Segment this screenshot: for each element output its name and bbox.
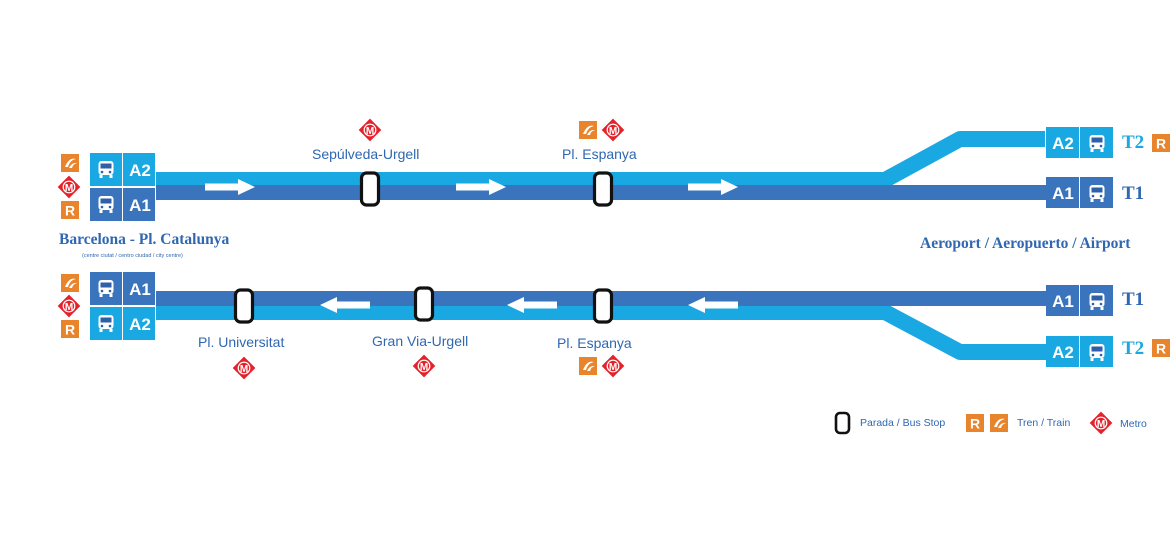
stop-marker-gran-via-urgell	[413, 286, 435, 322]
terminal-t2-label: T2	[1122, 338, 1145, 359]
outbound-line-a2	[150, 131, 1048, 188]
route-a1-label: A1	[1052, 184, 1074, 203]
legend-train-label: Tren / Train	[1017, 417, 1071, 429]
route-a2-label: A2	[129, 315, 151, 334]
route-a1-label: A1	[1052, 292, 1074, 311]
stop-name-pl-universitat: Pl. Universitat	[198, 334, 285, 350]
inbound-line-a2	[150, 304, 1048, 360]
rodalies-icon	[61, 320, 79, 338]
terminal-t1-label: T1	[1122, 289, 1145, 310]
origin-name: Barcelona - Pl. Catalunya	[59, 231, 230, 248]
route-a2-label: A2	[1052, 134, 1074, 153]
rodalies-icon	[61, 201, 79, 219]
rodalies-icon	[966, 414, 984, 432]
route-a1-label: A1	[129, 196, 151, 215]
stop-name-pl-espanya-inbound: Pl. Espanya	[557, 335, 632, 351]
metro-icon	[1089, 411, 1113, 435]
rodalies-icon	[1152, 134, 1170, 152]
direction-arrow-right-icon	[205, 179, 738, 195]
stop-name-gran-via-urgell: Gran Via-Urgell	[372, 333, 469, 349]
metro-icon	[412, 354, 436, 378]
route-a1-label: A1	[129, 280, 151, 299]
stop-name-sepulveda-urgell: Sepúlveda-Urgell	[312, 146, 420, 162]
train-icon	[990, 414, 1008, 432]
train-icon	[61, 154, 79, 172]
metro-icon	[601, 118, 625, 142]
train-icon	[579, 121, 597, 139]
metro-icon	[57, 294, 81, 318]
rodalies-icon	[1152, 339, 1170, 357]
legend-stop-icon	[834, 411, 851, 435]
legend-metro-label: Metro	[1120, 418, 1147, 430]
origin-subtitle: (centre ciutat / centro ciudad / city ce…	[82, 253, 183, 259]
dest-badges-inbound: A1 A2	[1046, 285, 1113, 367]
route-a2-label: A2	[1052, 343, 1074, 362]
route-a2-label: A2	[129, 161, 151, 180]
stop-marker-sepulveda-urgell	[359, 171, 381, 207]
metro-icon	[57, 175, 81, 199]
direction-arrow-left-icon	[320, 297, 738, 313]
origin-badges-inbound: A1 A2	[89, 271, 156, 341]
terminal-t2-label: T2	[1122, 132, 1145, 153]
stop-marker-pl-universitat	[233, 288, 255, 324]
train-icon	[61, 274, 79, 292]
train-icon	[579, 357, 597, 375]
dest-badges-outbound: A2 A1	[1045, 126, 1113, 208]
metro-icon	[232, 356, 256, 380]
legend-stop-label: Parada / Bus Stop	[860, 417, 946, 429]
stop-name-pl-espanya-outbound: Pl. Espanya	[562, 146, 637, 162]
metro-icon	[358, 118, 382, 142]
destination-name: Aeroport / Aeropuerto / Airport	[920, 235, 1131, 252]
origin-badges-outbound: A2 A1	[89, 152, 156, 222]
metro-icon	[601, 354, 625, 378]
stop-marker-pl-espanya-outbound	[592, 171, 614, 207]
terminal-t1-label: T1	[1122, 183, 1145, 204]
stop-marker-pl-espanya-inbound	[592, 288, 614, 324]
